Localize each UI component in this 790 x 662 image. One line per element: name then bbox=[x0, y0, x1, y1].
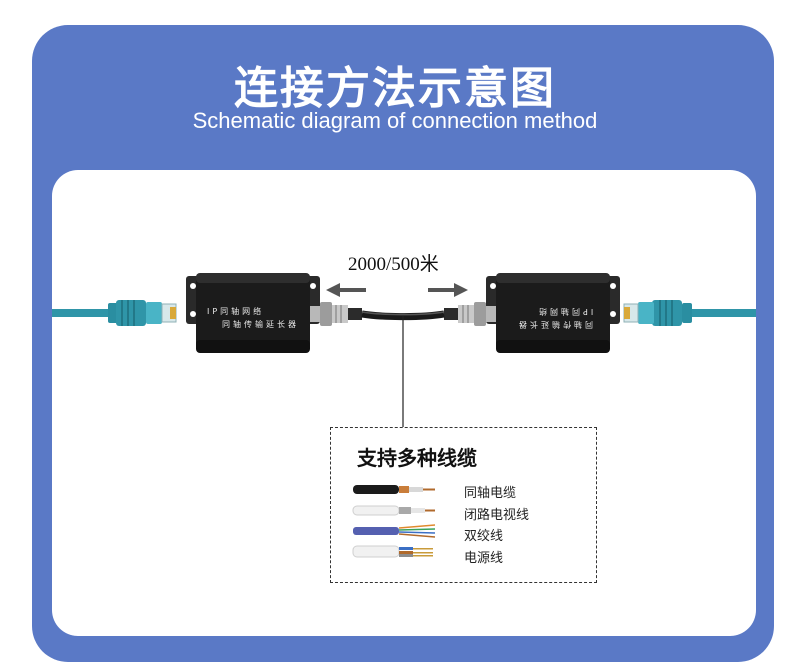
twisted-pair-icon bbox=[353, 524, 436, 538]
cable-legend: 支持多种线缆 同轴电 bbox=[330, 427, 597, 583]
coax-cable-icon bbox=[353, 485, 435, 494]
right-extender-device bbox=[486, 273, 620, 353]
page-title: 连接方法示意图 bbox=[234, 63, 556, 114]
legend-cable-icons bbox=[352, 485, 436, 558]
right-device-label-line1: IP同轴网络 bbox=[536, 307, 594, 316]
right-bnc-connector-icon bbox=[444, 302, 496, 326]
right-arrow-icon bbox=[428, 283, 468, 297]
left-extender-device bbox=[186, 273, 320, 353]
right-device-label-line2: 同轴传输延长器 bbox=[516, 320, 593, 329]
legend-item-twisted-pair: 双绞线 bbox=[464, 529, 504, 544]
left-bnc-connector-icon bbox=[310, 302, 362, 326]
right-ethernet-cable-icon bbox=[623, 300, 756, 326]
left-device-label-line1: IP同轴网络 bbox=[207, 307, 265, 316]
left-ethernet-cable-icon bbox=[52, 300, 177, 326]
legend-item-cctv: 闭路电视线 bbox=[464, 508, 530, 523]
left-arrow-icon bbox=[326, 283, 366, 297]
cctv-cable-icon bbox=[352, 505, 435, 516]
power-cable-icon bbox=[352, 545, 433, 558]
coax-cable bbox=[361, 310, 445, 321]
left-device-label-line2: 同轴传输延长器 bbox=[222, 320, 299, 329]
legend-item-power: 电源线 bbox=[464, 551, 504, 566]
legend-item-coax: 同轴电缆 bbox=[464, 486, 517, 501]
distance-label: 2000/500米 bbox=[348, 254, 439, 275]
legend-title: 支持多种线缆 bbox=[357, 446, 477, 470]
page-subtitle: Schematic diagram of connection method bbox=[192, 108, 598, 133]
